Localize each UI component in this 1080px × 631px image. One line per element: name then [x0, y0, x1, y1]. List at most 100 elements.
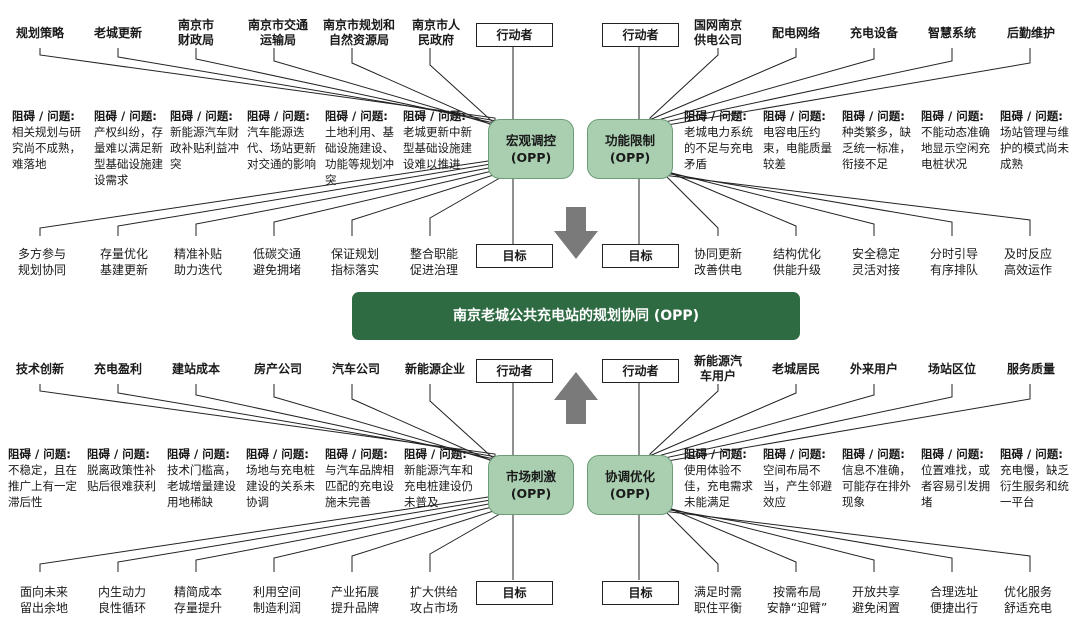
connector-line — [640, 504, 953, 572]
issue-text: 土地利用、基础设施建设、功能等规划冲突 — [325, 125, 394, 187]
goal-ev-users: 满足时需 职住平衡 — [693, 585, 742, 615]
connector-line — [273, 504, 502, 572]
issue-text: 相关规划与研究尚不成熟，难落地 — [12, 125, 81, 171]
actor-station-location: 场站区位 — [927, 362, 976, 376]
issue-title: 阻碍 / 问题: — [842, 447, 905, 461]
actor-old-city-renewal: 老城更新 — [93, 26, 142, 40]
actor-planning-strategy: 规划策略 — [15, 26, 64, 40]
connector-line — [195, 501, 500, 572]
actor-distribution-network: 配电网络 — [771, 26, 820, 40]
issue-text: 位置难找，或者容易引发拥堵 — [921, 463, 990, 509]
issue-title: 阻碍 / 问题: — [684, 447, 747, 461]
opp-macro-control: 宏观调控 (OPP) — [488, 119, 574, 179]
issue-external-users: 阻碍 / 问题: 信息不准确，可能存在排外现象 — [842, 446, 916, 510]
top-left-goal-box: 目标 — [476, 244, 553, 268]
opp-label: 市场刺激 — [505, 469, 556, 484]
issue-distribution-network: 阻碍 / 问题: 电容电压约束，电能质量较差 — [763, 108, 837, 172]
issue-planning-resources: 阻碍 / 问题:土地利用、基础设施建设、功能等规划冲突 — [325, 108, 399, 188]
connector-line — [351, 507, 504, 572]
issue-text: 产权纠纷，存量难以满足新型基础设施建设需求 — [94, 125, 163, 187]
top-right-actor-box: 行动者 — [602, 23, 679, 47]
issue-title: 阻碍 / 问题: — [763, 109, 826, 123]
connector-line — [117, 162, 498, 236]
issue-finance: 阻碍 / 问题:新能源汽车财政补贴利益冲突 — [170, 108, 244, 172]
connector-line — [637, 171, 1031, 236]
actor-service-quality: 服务质量 — [1006, 362, 1055, 376]
actor-planning-resources-bureau: 南京市规划和 自然资源局 — [322, 18, 395, 47]
issue-title: 阻碍 / 问题: — [325, 447, 388, 461]
issue-title: 阻碍 / 问题: — [1000, 109, 1063, 123]
actor-new-energy-enterprise: 新能源企业 — [404, 362, 465, 376]
bottom-right-actor-box: 行动者 — [602, 359, 679, 383]
issue-text: 电容电压约束，电能质量较差 — [763, 125, 832, 171]
issue-charging-profit: 阻碍 / 问题:脱离政策性补贴后很难获利 — [87, 446, 161, 494]
actor-finance-bureau: 南京市 财政局 — [177, 18, 214, 47]
actor-ev-users: 新能源汽 车用户 — [693, 354, 742, 383]
issue-auto-company: 阻碍 / 问题:与汽车品牌相匹配的充电设施未完善 — [325, 446, 399, 510]
issue-text: 不稳定，且在推广上有一定滞后性 — [8, 463, 77, 509]
issue-text: 技术门槛高，老城增量建设用地稀缺 — [167, 463, 236, 509]
goal-old-city-renewal: 存量优化 基建更新 — [99, 247, 148, 277]
issue-title: 阻碍 / 问题: — [1000, 447, 1063, 461]
opp-label: 宏观调控 — [505, 133, 556, 148]
issue-title: 阻碍 / 问题: — [921, 109, 984, 123]
issue-old-city-residents: 阻碍 / 问题:空间布局不当，产生邻避效应 — [763, 446, 837, 510]
actor-external-users: 外来用户 — [849, 362, 898, 376]
issue-service-quality: 阻碍 / 问题: 充电慢，缺乏衍生服务和统一平台 — [1000, 446, 1074, 510]
issue-text: 不能动态准确地显示空闲充电桩状况 — [921, 125, 990, 171]
opp-tag: (OPP) — [510, 150, 552, 165]
top-left-actor-box: 行动者 — [476, 23, 553, 47]
connector-line — [643, 501, 875, 572]
goal-old-city-residents: 按需布局 安静“迎臂” — [766, 585, 828, 615]
connector-line — [637, 507, 1031, 572]
issue-charging-equipment: 阻碍 / 问题: 种类繁多，缺乏统一标准，衔接不足 — [842, 108, 916, 172]
connector-line — [643, 165, 875, 236]
connector-line — [117, 498, 498, 572]
issue-text: 空间布局不当，产生邻避效应 — [763, 463, 832, 509]
actor-auto-company: 汽车公司 — [331, 362, 380, 376]
connector-line — [646, 498, 797, 572]
connector-line — [429, 510, 506, 572]
issue-text: 老城更新中新型基础设施建设难以推进 — [403, 125, 472, 171]
goal-external-users: 开放共享 避免闲置 — [851, 585, 900, 615]
actor-city-government: 南京市人 民政府 — [411, 18, 460, 47]
issue-title: 阻碍 / 问题: — [921, 447, 984, 461]
issue-new-energy-enterprise: 阻碍 / 问题:新能源汽车和充电桩建设仍未普及 — [404, 446, 478, 510]
arrow-up-icon — [554, 372, 598, 424]
bottom-left-goal-box: 目标 — [476, 581, 553, 605]
issue-text: 充电慢，缺乏衍生服务和统一平台 — [1000, 463, 1069, 509]
goal-distribution-network: 结构优化 供能升级 — [772, 247, 821, 277]
goal-smart-system: 分时引导 有序排队 — [929, 247, 978, 277]
connector-line — [39, 159, 496, 236]
goal-finance: 精准补贴 助力迭代 — [173, 247, 222, 277]
issue-title: 阻碍 / 问题: — [87, 447, 150, 461]
issue-logistics-maintenance: 阻碍 / 问题: 场站管理与维护的模式尚未成熟 — [1000, 108, 1074, 172]
issue-real-estate: 阻碍 / 问题:场地与充电桩建设的关系未协调 — [246, 446, 320, 510]
issue-text: 信息不准确，可能存在排外现象 — [842, 463, 911, 509]
issue-station-location: 阻碍 / 问题: 位置难找，或者容易引发拥堵 — [921, 446, 995, 510]
goal-station-location: 合理选址 便捷出行 — [929, 585, 978, 615]
issue-station-cost: 阻碍 / 问题:技术门槛高，老城增量建设用地稀缺 — [167, 446, 241, 510]
opp-label: 协调优化 — [604, 469, 655, 484]
issue-title: 阻碍 / 问题: — [8, 447, 71, 461]
bottom-left-actor-box: 行动者 — [476, 359, 553, 383]
issue-text: 新能源汽车财政补贴利益冲突 — [170, 125, 239, 171]
issue-text: 场站管理与维护的模式尚未成熟 — [1000, 125, 1069, 171]
connector-line — [39, 495, 496, 572]
issue-title: 阻碍 / 问题: — [684, 109, 747, 123]
issue-title: 阻碍 / 问题: — [12, 109, 75, 123]
goal-tech-innovation: 面向未来 留出余地 — [19, 585, 68, 615]
actor-charging-equipment: 充电设备 — [849, 26, 898, 40]
goal-city-government: 整合职能 促进治理 — [409, 247, 458, 277]
actor-real-estate-company: 房产公司 — [253, 362, 302, 376]
issue-tech-innovation: 阻碍 / 问题: 不稳定，且在推广上有一定滞后性 — [8, 446, 82, 510]
issue-text: 种类繁多，缺乏统一标准，衔接不足 — [842, 125, 911, 171]
issue-state-grid: 阻碍 / 问题: 老城电力系统的不足与充电矛盾 — [684, 108, 758, 172]
issue-title: 阻碍 / 问题: — [842, 109, 905, 123]
opp-tag: (OPP) — [609, 486, 651, 501]
issue-text: 老城电力系统的不足与充电矛盾 — [684, 125, 753, 171]
goal-station-cost: 精简成本 存量提升 — [173, 585, 222, 615]
opp-label: 功能限制 — [604, 133, 655, 148]
goal-charging-equipment: 安全稳定 灵活对接 — [851, 247, 900, 277]
opp-tag: (OPP) — [609, 150, 651, 165]
